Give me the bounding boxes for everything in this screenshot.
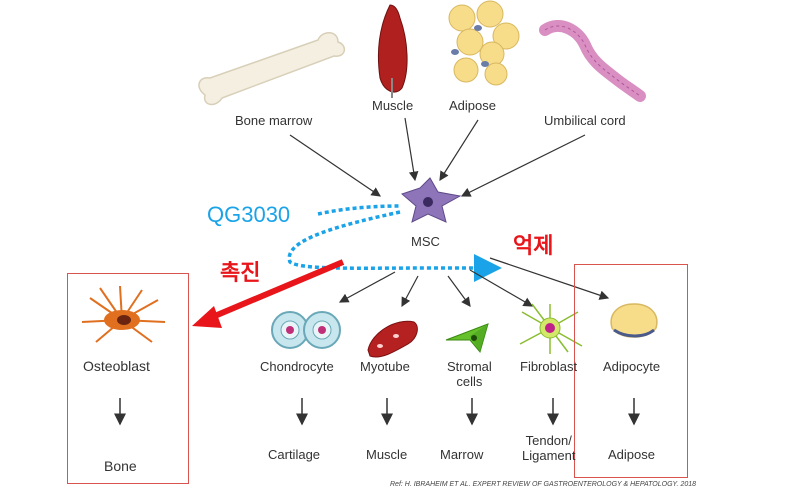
osteoblast-icon xyxy=(81,285,166,343)
msc-label: MSC xyxy=(411,234,440,249)
agent-label: QG3030 xyxy=(207,202,291,227)
inhibit-label: 억제 xyxy=(513,233,554,258)
tissue-label-cartilage: Cartilage xyxy=(268,447,321,462)
cell-label-myotube: Myotube xyxy=(360,359,410,374)
cell-label-adipocyte: Adipocyte xyxy=(603,359,661,374)
tissue-label-muscle: Muscle xyxy=(366,447,408,462)
adipocyte-icon xyxy=(610,303,658,338)
muscle-icon xyxy=(377,4,408,98)
umbilical-cord-icon xyxy=(539,20,646,102)
stromal-cell-icon xyxy=(445,323,489,354)
tissue-label-adipose: Adipose xyxy=(608,447,655,462)
source-label-muscle: Muscle xyxy=(372,98,414,113)
cell-label-chondrocyte: Chondrocyte xyxy=(260,359,334,374)
tissue-label-bone: Bone xyxy=(104,458,137,474)
tissue-arrows xyxy=(114,398,640,426)
promote-arrow xyxy=(192,259,345,328)
promote-label: 촉진 xyxy=(220,260,261,285)
chondrocyte-icon xyxy=(271,311,341,349)
agent-dotted-arrows xyxy=(287,204,502,282)
tissue-label-marrow: Marrow xyxy=(440,447,484,462)
source-label-bone-marrow: Bone marrow xyxy=(235,113,313,128)
differentiation-arrows xyxy=(338,257,610,308)
msc-cell-icon xyxy=(401,177,462,223)
cell-label-fibroblast: Fibroblast xyxy=(520,359,578,374)
source-label-umbilical-cord: Umbilical cord xyxy=(544,113,626,128)
osteoblast-highlight-box xyxy=(67,273,189,484)
reference-text: Ref: H. IBRAHEIM ET AL. EXPERT REVIEW OF… xyxy=(390,481,697,488)
cell-label-stromal: Stromal cells xyxy=(447,359,492,389)
myotube-icon xyxy=(367,320,418,358)
bone-icon xyxy=(198,32,346,106)
source-label-adipose: Adipose xyxy=(449,98,496,113)
cell-label-osteoblast: Osteoblast xyxy=(83,358,150,374)
source-arrows xyxy=(289,117,586,197)
adipocyte-highlight-box xyxy=(574,264,688,478)
adipose-icon xyxy=(448,0,520,86)
tissue-label-tendon: Tendon/ Ligament xyxy=(522,433,576,463)
fibroblast-icon xyxy=(519,303,583,354)
